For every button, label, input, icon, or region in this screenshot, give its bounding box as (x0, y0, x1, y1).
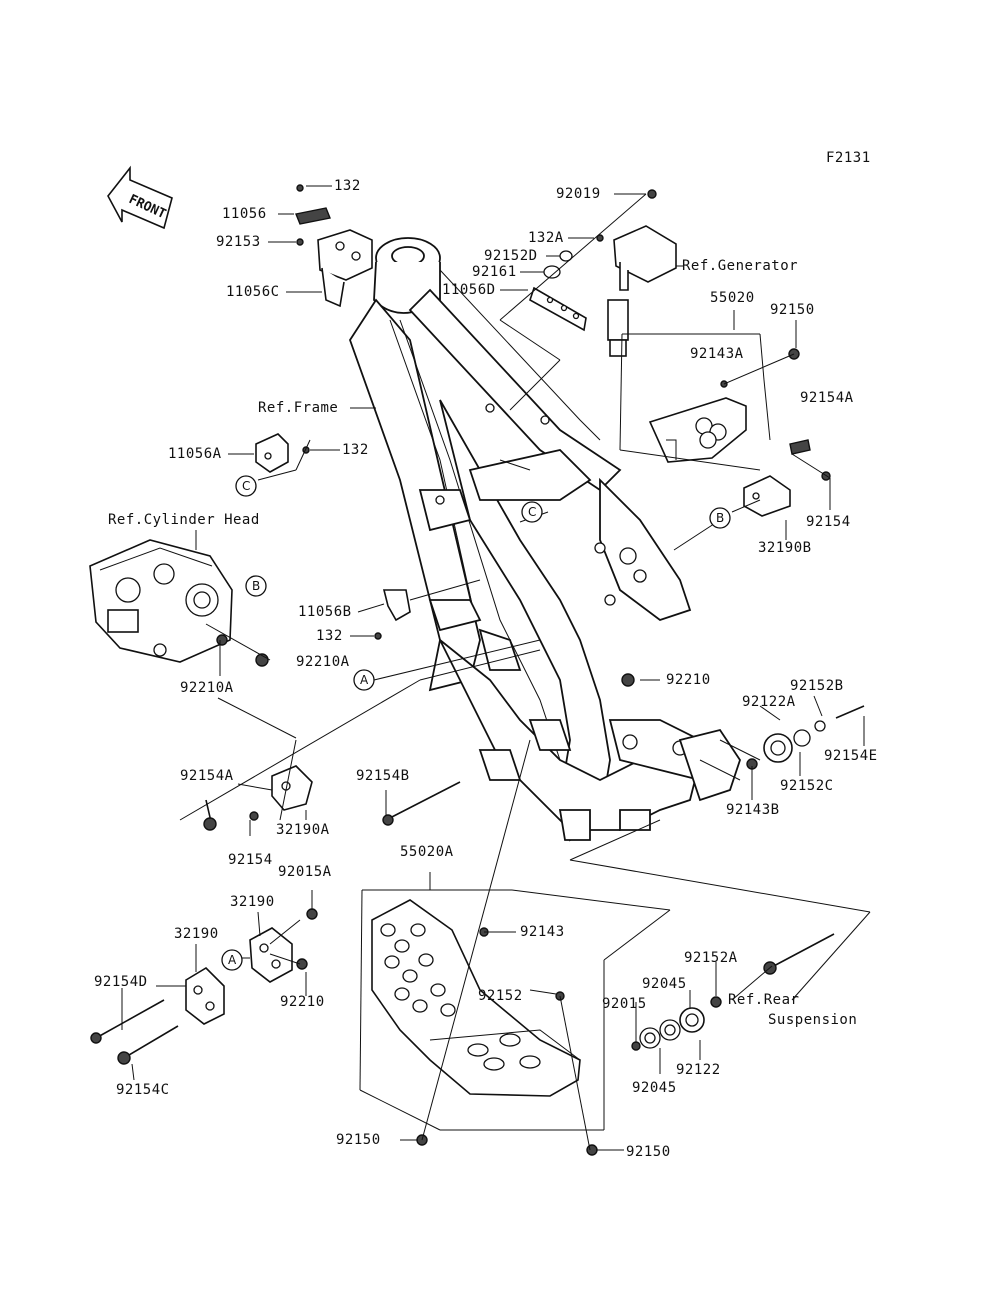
part-label-32190a: 32190A (276, 822, 330, 838)
part-label-92154b: 92154B (356, 768, 410, 784)
figure-code: F2131 (826, 150, 871, 166)
mount-plate-32190-right (249, 908, 318, 983)
part-label-92154d: 92154D (94, 974, 148, 990)
part-label-92152: 92152 (478, 988, 523, 1004)
part-label-92045: 92045 (632, 1080, 677, 1096)
bushings-92122a (621, 673, 865, 770)
ref-frame-label: Ref.Frame (258, 400, 338, 416)
part-label-92154: 92154 (806, 514, 851, 530)
engine-mount-32190b (743, 439, 831, 517)
callout-a-label: A (360, 673, 369, 687)
part-label-132: 132 (342, 442, 369, 458)
part-label-92150: 92150 (770, 302, 815, 318)
part-label-92152a: 92152A (684, 950, 738, 966)
part-label-11056a: 11056A (168, 446, 222, 462)
part-label-92152d: 92152D (484, 248, 538, 264)
callout-b-right: B (709, 507, 731, 529)
part-label-92153: 92153 (216, 234, 261, 250)
part-label-92152b: 92152B (790, 678, 844, 694)
part-labels: 132 11056 92153 11056C 92019 132A 92152D… (94, 178, 878, 1160)
skid-plate-holes (380, 923, 541, 1071)
part-label-92122a: 92122A (742, 694, 796, 710)
part-label-92161: 92161 (472, 264, 517, 280)
callout-a-label: A (228, 953, 237, 967)
mount-plate-32190-left (90, 966, 225, 1065)
part-label-92015a: 92015A (278, 864, 332, 880)
bracket-11056d (529, 250, 587, 332)
part-label-11056c: 11056C (226, 284, 280, 300)
rear-suspension-bolt (763, 933, 835, 975)
bracket-11056a (255, 433, 310, 473)
ref-generator-label: Ref.Generator (682, 258, 798, 274)
part-label-55020: 55020 (710, 290, 755, 306)
part-label-92154: 92154 (228, 852, 273, 868)
frame-drawing (349, 237, 741, 842)
engine-mount-32190a (203, 765, 461, 831)
callout-c-label: C (242, 479, 250, 493)
part-label-92143a: 92143A (690, 346, 744, 362)
skid-plate-55020a (371, 899, 598, 1156)
part-label-55020a: 55020A (400, 844, 454, 860)
part-label-11056: 11056 (222, 206, 267, 222)
ref-rear-suspension-label: Ref.Rear (728, 992, 799, 1008)
callout-a-upper: A (353, 669, 375, 691)
bracket-11056b (374, 589, 411, 640)
part-label-92143: 92143 (520, 924, 565, 940)
part-label-92045: 92045 (642, 976, 687, 992)
callout-b-label: B (252, 579, 260, 593)
part-label-92210: 92210 (280, 994, 325, 1010)
callout-b-label: B (716, 511, 724, 525)
part-label-92154a: 92154A (180, 768, 234, 784)
callout-a-lower: A (221, 949, 243, 971)
generator-connector (596, 189, 677, 357)
part-label-132: 132 (316, 628, 343, 644)
part-label-132: 132 (334, 178, 361, 194)
part-label-92150: 92150 (626, 1144, 671, 1160)
front-arrow-icon: FRONT (107, 165, 173, 230)
part-label-11056d: 11056D (442, 282, 496, 298)
part-label-92210a: 92210A (180, 680, 234, 696)
part-label-92019: 92019 (556, 186, 601, 202)
part-label-32190: 32190 (174, 926, 219, 942)
leader-lines (121, 185, 871, 1151)
callout-b-left: B (245, 575, 267, 597)
callout-c-lower: C (521, 501, 543, 523)
bracket-11056-upper (295, 184, 373, 308)
part-label-92154a: 92154A (800, 390, 854, 406)
part-label-92122: 92122 (676, 1062, 721, 1078)
part-label-92154c: 92154C (116, 1082, 170, 1098)
part-label-92152c: 92152C (780, 778, 834, 794)
ref-cylinder-head-label: Ref.Cylinder Head (108, 512, 260, 528)
part-label-132a: 132A (528, 230, 564, 246)
part-label-92150: 92150 (336, 1132, 381, 1148)
part-label-32190: 32190 (230, 894, 275, 910)
part-label-92015: 92015 (602, 996, 647, 1012)
cylinder-head (89, 539, 269, 667)
part-label-11056b: 11056B (298, 604, 352, 620)
callout-c-label: C (528, 505, 536, 519)
bushings-92045 (631, 996, 722, 1051)
part-label-92210a: 92210A (296, 654, 350, 670)
part-label-92210: 92210 (666, 672, 711, 688)
callout-c-upper: C (235, 475, 257, 497)
part-label-92143b: 92143B (726, 802, 780, 818)
ref-rear-suspension-label-2: Suspension (768, 1012, 857, 1028)
part-label-92154e: 92154E (824, 748, 878, 764)
chain-guide-55020 (648, 348, 800, 463)
part-label-32190b: 32190B (758, 540, 812, 556)
